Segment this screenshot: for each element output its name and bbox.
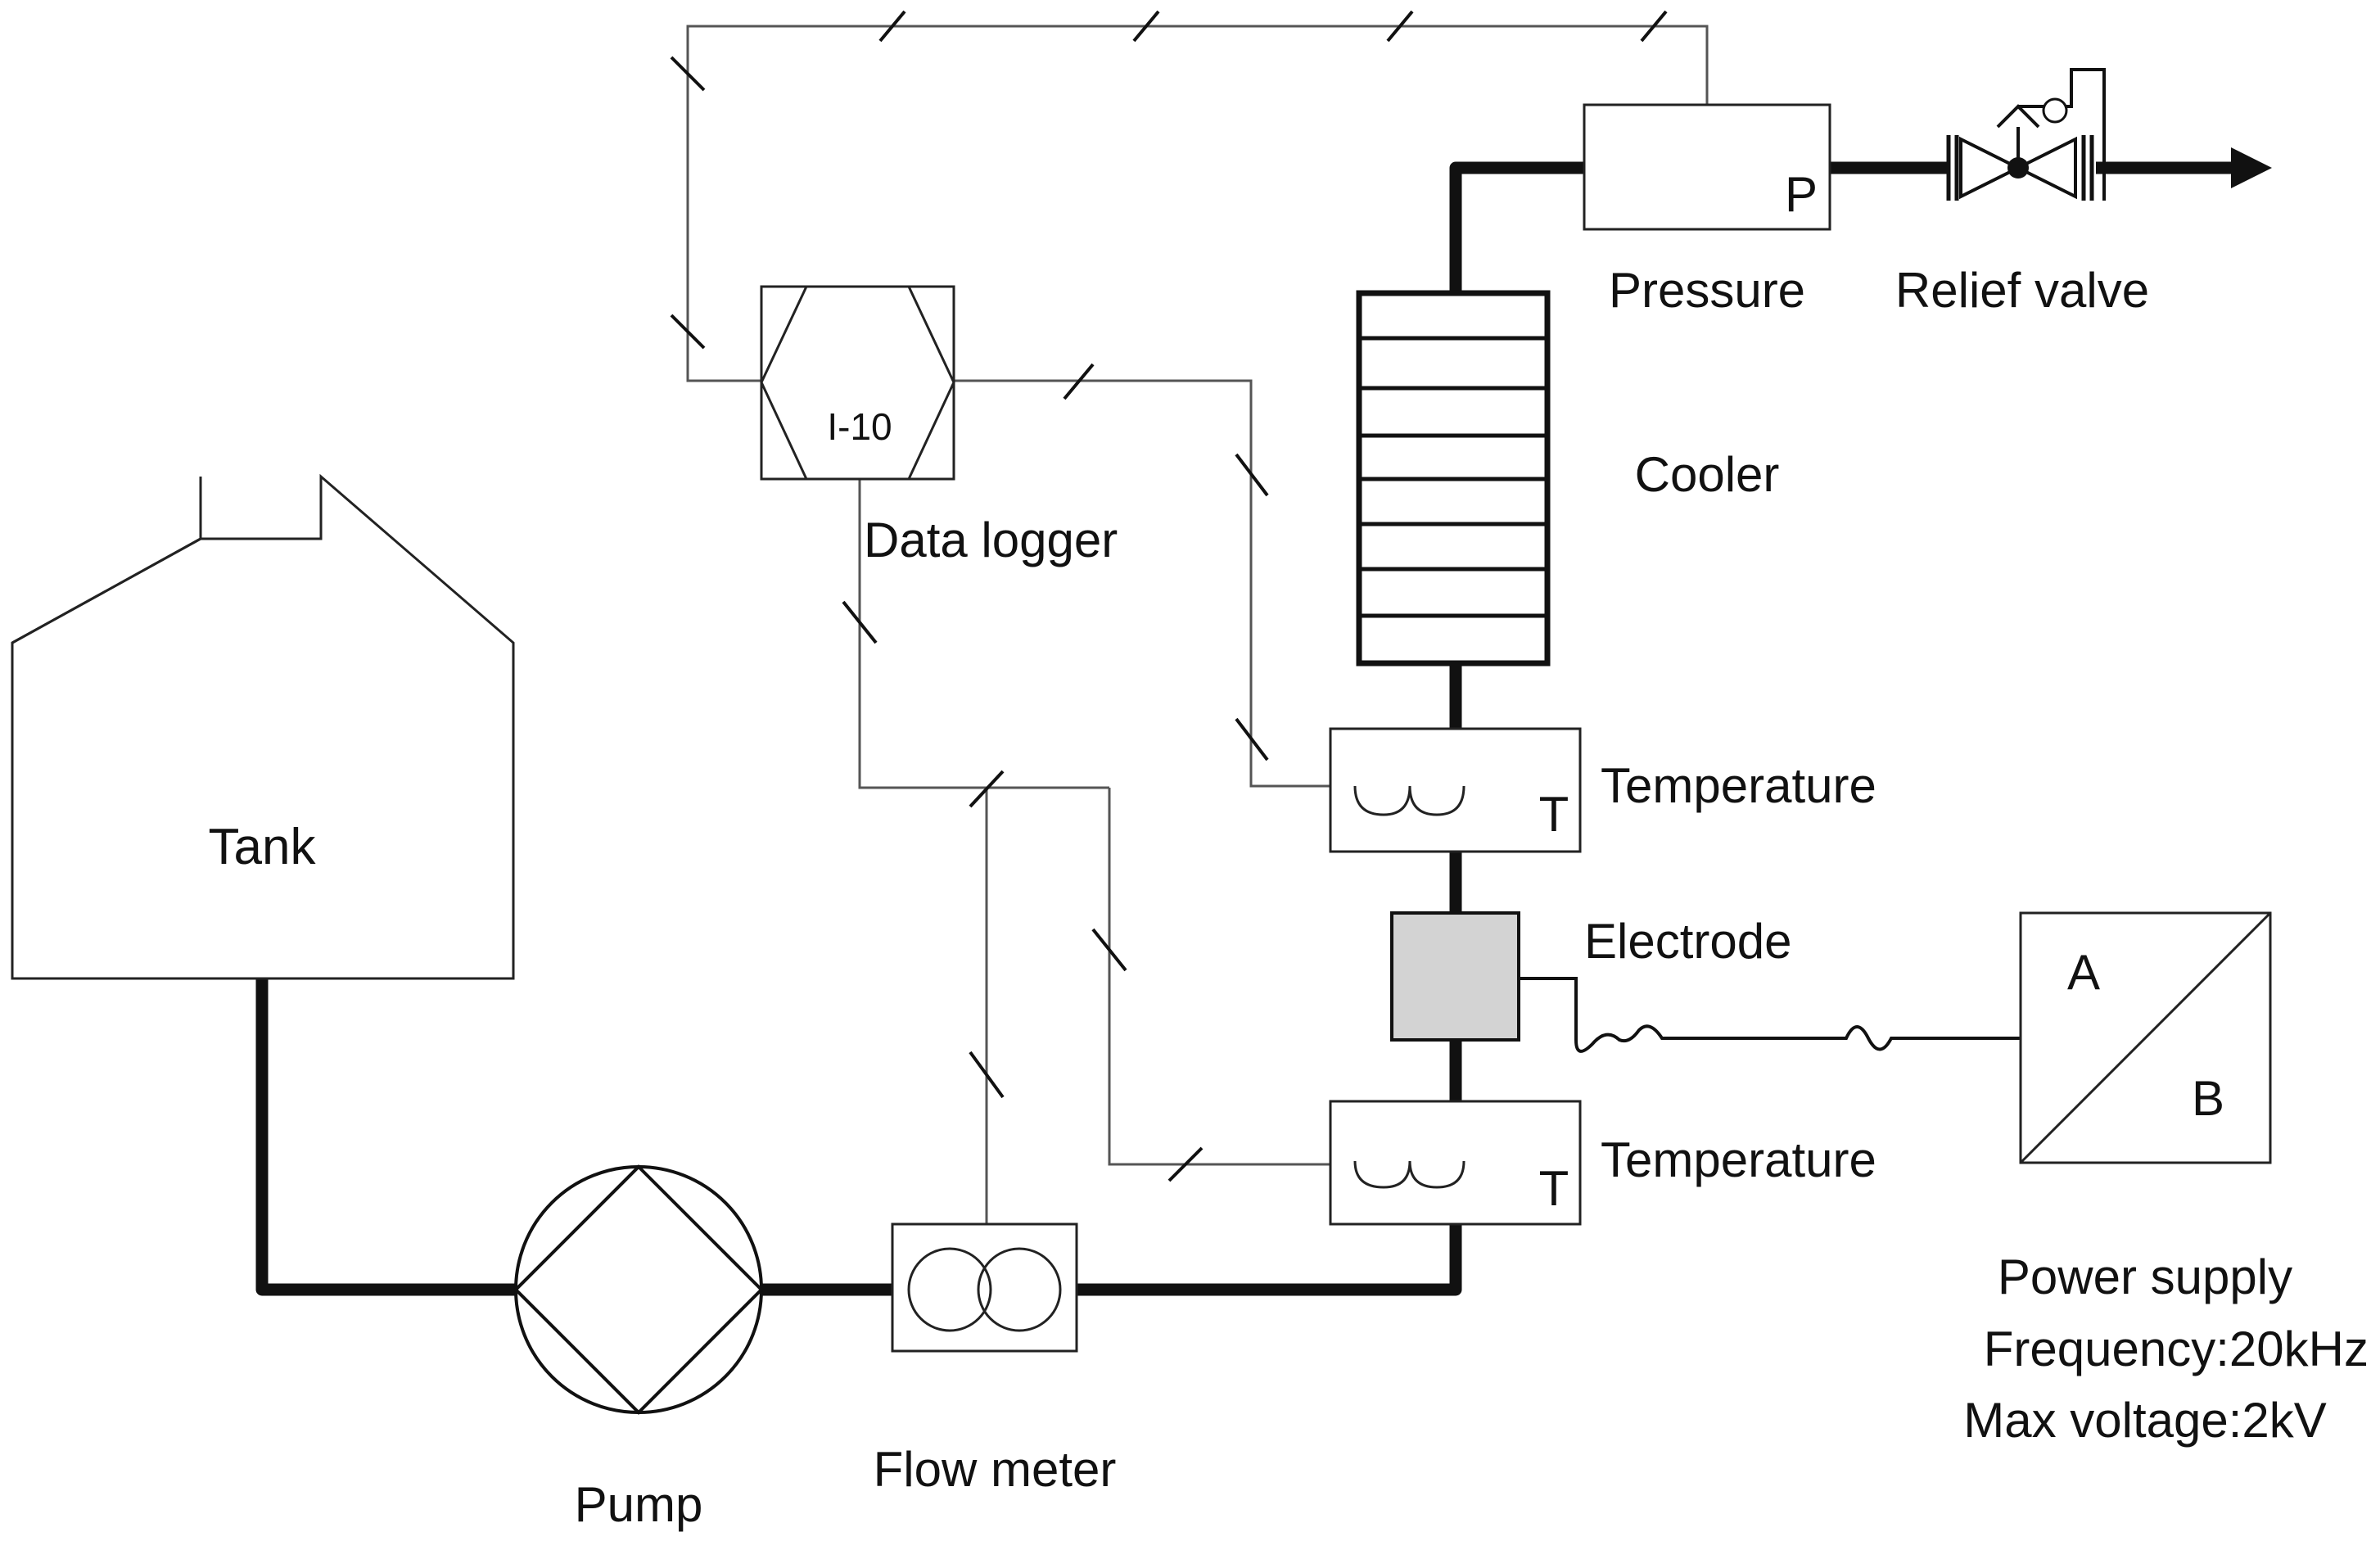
tank: Tank bbox=[11, 473, 515, 980]
pump-label: Pump bbox=[575, 1477, 703, 1532]
signal-wires bbox=[670, 10, 1709, 1224]
data-logger: I-10 Data logger bbox=[760, 285, 1118, 567]
wire-logger-to-temp-upper bbox=[954, 379, 1330, 788]
pressure-sensor-body bbox=[1583, 103, 1831, 231]
power-supply: A B Power supply Frequency:20kHz Max vol… bbox=[1963, 911, 2369, 1448]
temperature-upper-symbol: T bbox=[1539, 787, 1569, 842]
relief-valve-label: Relief valve bbox=[1895, 263, 2149, 318]
temperature-sensor-lower: T Temperature bbox=[1329, 1100, 1876, 1226]
pressure-symbol: P bbox=[1785, 167, 1818, 222]
pipe-flow-meter-to-temp-lower bbox=[1077, 1224, 1462, 1296]
tank-label: Tank bbox=[209, 819, 317, 875]
relief-valve: Relief valve bbox=[1895, 68, 2149, 318]
cooler-fins bbox=[1359, 336, 1547, 618]
pipe-cooler-to-pressure bbox=[1449, 161, 1584, 293]
flow-meter-body bbox=[891, 1222, 1078, 1353]
power-supply-terminal-a: A bbox=[2067, 945, 2100, 1000]
temperature-lower-symbol: T bbox=[1539, 1161, 1569, 1216]
flow-meter-rotor-left-icon bbox=[907, 1247, 992, 1332]
flow-meter: Flow meter bbox=[874, 1222, 1117, 1497]
temperature-upper-label: Temperature bbox=[1601, 758, 1876, 813]
pump-diamond-icon bbox=[513, 1164, 764, 1415]
pressure-sensor: P Pressure bbox=[1583, 103, 1831, 318]
power-supply-diagonal bbox=[2019, 911, 2272, 1164]
electrode-body bbox=[1390, 911, 1520, 1042]
data-logger-label: Data logger bbox=[864, 513, 1118, 567]
thermocouple-lower-icon bbox=[1353, 1160, 1465, 1189]
tank-body bbox=[11, 473, 515, 980]
pipe-tank-to-pump bbox=[255, 974, 516, 1296]
flow-meter-rotor-right-icon bbox=[977, 1247, 1062, 1332]
electrode-cable bbox=[1519, 977, 2021, 1053]
wire-logger-down bbox=[858, 479, 1109, 789]
power-supply-terminal-b: B bbox=[2192, 1071, 2224, 1126]
flow-meter-label: Flow meter bbox=[874, 1442, 1117, 1497]
temperature-lower-body bbox=[1329, 1100, 1582, 1226]
temperature-upper-body bbox=[1329, 727, 1582, 853]
pump: Pump bbox=[513, 1164, 764, 1532]
thermocouple-upper-icon bbox=[1353, 785, 1465, 816]
relief-valve-body-icon bbox=[1959, 136, 2022, 200]
process-piping bbox=[255, 147, 2272, 1296]
power-supply-max-voltage: Max voltage:2kV bbox=[1963, 1393, 2327, 1448]
temperature-sensor-upper: T Temperature bbox=[1329, 727, 1876, 853]
cooler: Cooler bbox=[1356, 290, 1780, 667]
power-supply-frequency: Frequency:20kHz bbox=[1984, 1322, 2369, 1376]
wire-to-temp-lower bbox=[1108, 788, 1330, 1166]
data-logger-model: I-10 bbox=[827, 405, 892, 448]
data-logger-body bbox=[760, 285, 955, 481]
outlet-arrow-icon bbox=[2231, 147, 2272, 188]
electrode: Electrode bbox=[1390, 911, 2021, 1053]
electrode-label: Electrode bbox=[1584, 914, 1791, 969]
pressure-label: Pressure bbox=[1609, 263, 1805, 318]
power-supply-label: Power supply bbox=[1998, 1250, 2292, 1304]
cooler-label: Cooler bbox=[1635, 447, 1780, 502]
temperature-lower-label: Temperature bbox=[1601, 1132, 1876, 1187]
data-logger-hexagon-icon bbox=[760, 285, 955, 481]
pump-body bbox=[514, 1165, 763, 1414]
wire-pressure-to-logger bbox=[686, 25, 1709, 382]
